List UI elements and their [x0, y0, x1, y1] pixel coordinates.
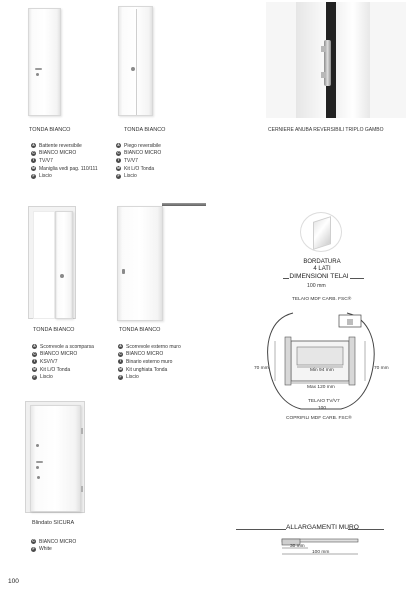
hinge-plate	[321, 72, 326, 78]
bordatura-title: BORDATURA	[303, 259, 341, 265]
door-caption-1: TONDA BIANCO	[29, 127, 71, 133]
casing-left	[284, 336, 292, 386]
armored-door-panel	[30, 405, 81, 512]
hinge-photo	[266, 2, 406, 118]
allargamenti-rule-left	[236, 529, 286, 530]
door-image-scomparsa-frame	[28, 206, 76, 319]
edge-sample	[313, 216, 331, 250]
bordatura-subtitle: 4 LATI	[313, 266, 331, 272]
door-knob	[37, 476, 40, 479]
door-knob	[131, 67, 135, 71]
lock-cylinder	[36, 466, 39, 469]
frame-gap	[326, 2, 336, 118]
frame-section-diagram	[267, 312, 375, 410]
door-caption-2: TONDA BIANCO	[124, 127, 166, 133]
right-dim-label: 70 mm	[374, 366, 389, 371]
dimensioni-rule-right	[350, 278, 364, 279]
hinge-icon	[81, 486, 83, 492]
frame-edge	[336, 2, 370, 118]
sliding-rail	[162, 203, 206, 206]
dim-width-top: 100 mm	[307, 283, 326, 289]
bordatura-sample	[300, 212, 342, 252]
left-dim-label: 70 mm	[254, 366, 269, 371]
door-caption-3: TONDA BIANCO	[33, 327, 75, 333]
hinge-icon	[81, 428, 83, 434]
frame-outline	[267, 312, 375, 410]
fold-seam	[136, 9, 137, 115]
frame-core	[296, 346, 344, 366]
door-lock	[36, 73, 39, 76]
casing-right	[348, 336, 356, 386]
lock-cylinder	[36, 444, 39, 447]
hinge-icon	[324, 40, 331, 86]
dimensioni-rule-left	[283, 278, 289, 279]
page-number: 100	[8, 578, 19, 585]
door-knob	[60, 274, 64, 278]
top-clip-inner	[347, 319, 353, 325]
pocket-opening	[33, 211, 55, 319]
door-image-battente	[28, 8, 61, 116]
dim-small-label: 30 mm	[290, 544, 305, 549]
door-handle	[36, 461, 43, 463]
wall-extension-diagram	[281, 538, 359, 555]
telaio-tv-value: 100	[318, 406, 327, 411]
allargamenti-title: ALLARGAMENTI MURO	[286, 524, 359, 531]
allargamenti-rule-right	[348, 529, 384, 530]
dim-large-label: 100 mm	[312, 550, 330, 555]
door-edge	[296, 2, 326, 118]
door-image-piego	[118, 6, 153, 116]
min-label: Min 94 mm	[310, 368, 334, 373]
hinge-caption: CERNIERE ANUBA REVERSIBILI TRIPLO GAMBO	[268, 127, 384, 133]
door-handle	[35, 68, 42, 70]
door-image-esterno-muro	[117, 206, 163, 321]
dimensioni-title: DIMENSIONI TELAI	[289, 273, 349, 280]
max-label: Max 120 mm	[307, 385, 335, 390]
telaio-mdf-label: TELAIO MDF CARB. FSC®	[292, 297, 352, 302]
door-caption-5: Blindato SICURA	[32, 520, 75, 526]
door-image-blindato-frame	[25, 401, 85, 513]
coprifili-label: COPRIFILI MDF CARB. FSC®	[286, 416, 352, 421]
telaio-tv-label: TELAIO TV/V7	[308, 399, 340, 404]
door-caption-4: TONDA BIANCO	[119, 327, 161, 333]
sliding-door-panel	[55, 211, 73, 319]
door-knob	[122, 269, 125, 274]
extension-lip	[281, 538, 301, 546]
hinge-plate	[321, 46, 326, 52]
